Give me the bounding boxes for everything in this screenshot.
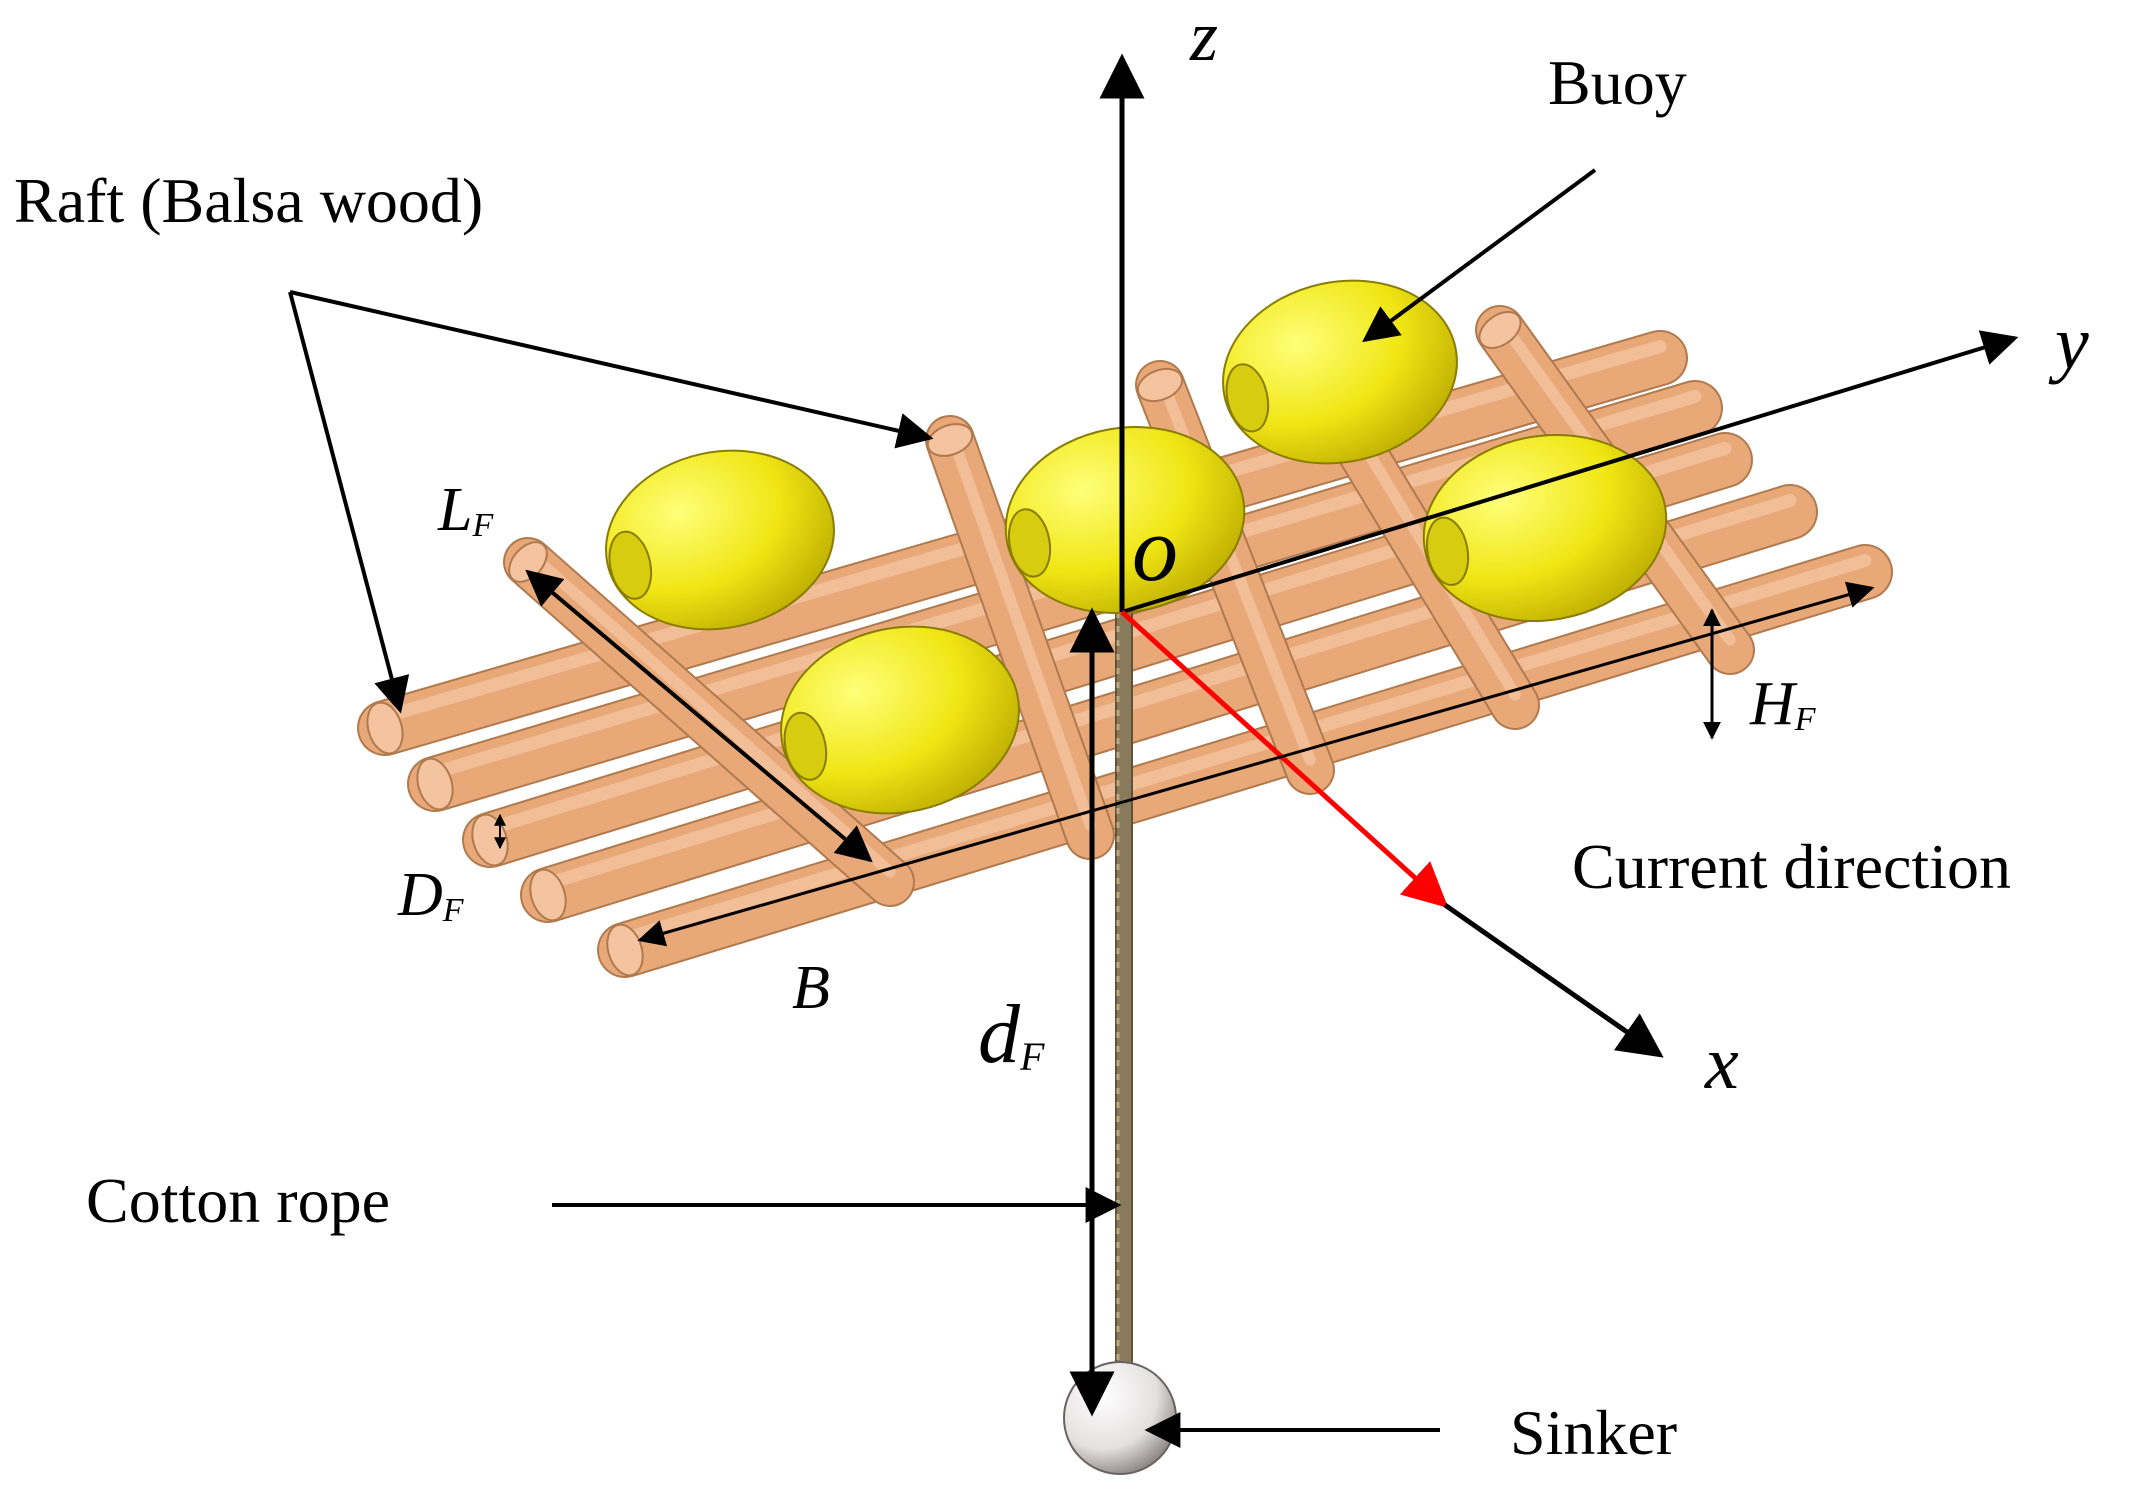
depth-label: dF <box>978 988 1045 1081</box>
sinker-ball <box>1063 1361 1177 1475</box>
y-axis-label: y <box>2048 301 2089 385</box>
raft-label: Raft (Balsa wood) <box>14 165 483 236</box>
hf-label: HF <box>1749 670 1817 738</box>
cotton-rope <box>1115 611 1133 1381</box>
b-dimension-arrow <box>637 581 1875 947</box>
z-axis-label: z <box>1189 0 1218 76</box>
buoy-label: Buoy <box>1548 47 1687 118</box>
lf-label: LF <box>437 476 494 544</box>
b-label: B <box>792 954 830 1022</box>
callout-leaders <box>288 168 1597 1448</box>
origin-label: o <box>1132 498 1178 600</box>
dimension-arrows <box>494 569 1875 1417</box>
sinker-label: Sinker <box>1510 1397 1677 1468</box>
x-axis-label: x <box>1704 1021 1739 1105</box>
buoy-3 <box>1004 426 1246 614</box>
cotton-rope-label: Cotton rope <box>86 1165 390 1236</box>
current-direction-label: Current direction <box>1572 831 2011 902</box>
df-label: DF <box>397 861 465 929</box>
